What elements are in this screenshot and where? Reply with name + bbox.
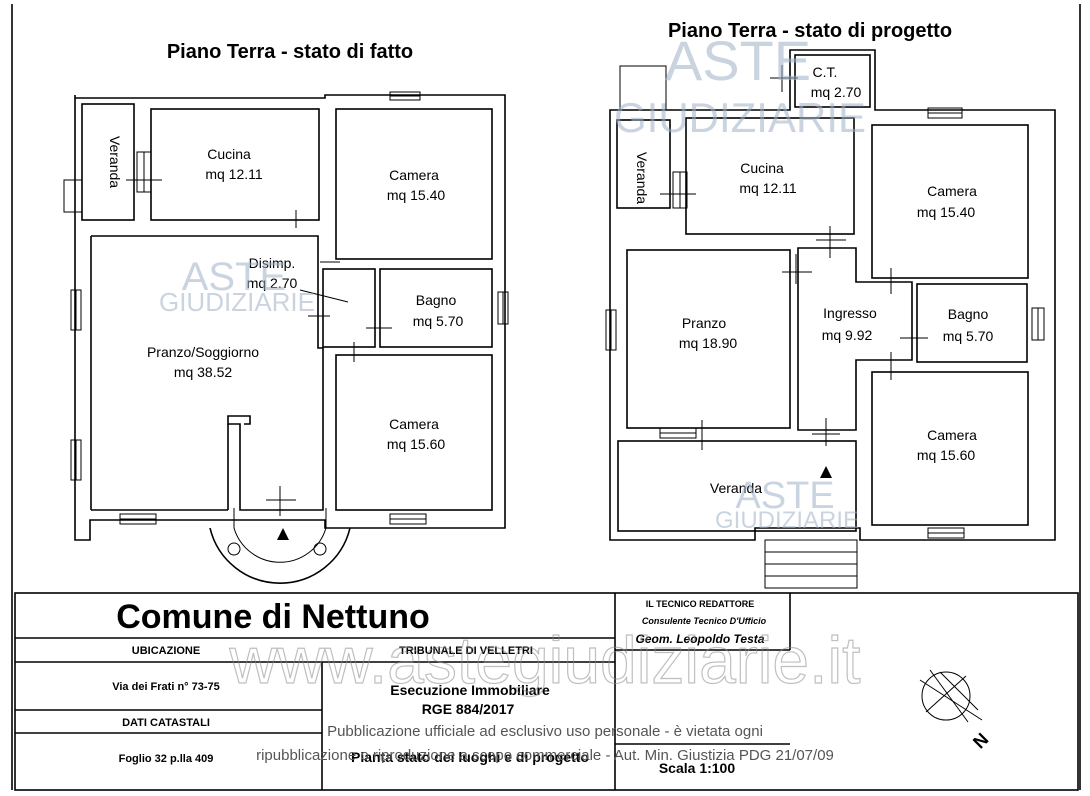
watermark-website: www.astegiudiziarie.it (229, 623, 861, 697)
watermarks: ASTE GIUDIZIARIE ASTE GIUDIZIARIE ASTE G… (159, 29, 866, 764)
room-label-bagno-before: Bagno (416, 292, 457, 308)
camera-bottom-room-before (335, 354, 493, 511)
room-area-camera2-before: mq 15.60 (387, 436, 446, 452)
title-block-grid (14, 592, 1079, 791)
room-area-cucina-before: mq 12.11 (205, 166, 263, 182)
watermark-aste-left: ASTE (182, 255, 286, 299)
cucina-room-after (685, 117, 855, 235)
outer-wall-before (74, 94, 506, 541)
plan-before-title: Piano Terra - stato di fatto (167, 41, 413, 63)
veranda-room-before (81, 103, 135, 221)
title-block: Comune di Nettuno UBICAZIONE Via dei Fra… (14, 592, 1079, 791)
room-area-ct-after: mq 2.70 (811, 84, 862, 100)
plan-stato-di-fatto: Piano Terra - stato di fatto (63, 41, 509, 584)
room-area-pranzo-before: mq 38.52 (174, 364, 233, 380)
camera-top-room-after (871, 124, 1029, 279)
bagno-room-after (916, 283, 1028, 363)
porch-column-right (313, 542, 327, 556)
room-area-bagno-before: mq 5.70 (413, 313, 464, 329)
room-label-pranzo-before: Pranzo/Soggiorno (147, 344, 259, 360)
cucina-room-before (150, 108, 320, 221)
watermark-aste-right: ASTE (735, 475, 834, 517)
room-label-camera2-before: Camera (389, 416, 439, 432)
plan-stato-di-progetto: Piano Terra - stato di progetto (605, 20, 1056, 589)
room-label-veranda-side-after: Veranda (634, 152, 650, 204)
scale-label: Scala 1:100 (659, 760, 735, 776)
pranzo-walls-before (91, 235, 324, 511)
doors-before (126, 179, 392, 516)
ct-room-after (794, 54, 871, 108)
doors-after (660, 65, 928, 450)
camera-top-room-before (335, 108, 493, 260)
watermark-notice-line2: ripubblicazione o riproduzione a scopo c… (256, 747, 834, 764)
bagno-room-before (379, 268, 493, 348)
ubicazione-label: UBICAZIONE (132, 645, 200, 657)
ubicazione-value: Via dei Frati n° 73-75 (112, 681, 220, 693)
esecuzione-label: Esecuzione Immobiliare (390, 682, 550, 698)
ingresso-room-after (797, 247, 913, 431)
room-label-camera1-after: Camera (927, 183, 977, 199)
room-label-camera1-before: Camera (389, 167, 439, 183)
dati-catastali-label: DATI CATASTALI (122, 717, 210, 729)
entrance-arrow-after (820, 466, 832, 478)
tribunale-label: TRIBUNALE DI VELLETRI (399, 645, 533, 657)
geometra-name: Geom. Leopoldo Testa (636, 632, 765, 646)
north-letter: N (969, 729, 992, 752)
room-label-ingresso-after: Ingresso (823, 305, 877, 321)
consulente-label: Consulente Tecnico D'Ufficio (642, 616, 767, 626)
room-area-bagno-after: mq 5.70 (943, 328, 994, 344)
outer-wall-after (609, 49, 1056, 541)
veranda-side-room-after (616, 119, 671, 209)
room-label-veranda-before: Veranda (107, 136, 123, 188)
room-area-ingresso-after: mq 9.92 (822, 327, 873, 343)
north-arrow-icon (919, 669, 983, 723)
watermark-giudiziarie-right: GIUDIZIARIE (715, 507, 859, 534)
veranda-step-before (63, 179, 83, 213)
room-label-veranda-front-after: Veranda (710, 480, 762, 496)
room-area-camera1-before: mq 15.40 (387, 187, 446, 203)
disimp-room-before (322, 268, 376, 348)
room-label-pranzo-after: Pranzo (682, 315, 727, 331)
dati-catastali-value: Foglio 32 p.lla 409 (119, 753, 214, 765)
veranda-front-room-after (617, 440, 857, 532)
entrance-porch-before (209, 527, 351, 584)
watermark-giudiziarie-left: GIUDIZIARIE (159, 287, 315, 317)
room-label-cucina-before: Cucina (207, 146, 251, 162)
pianta-label: Pianta stato dei luoghi e di progetto (351, 749, 589, 765)
watermark-giudiziarie-top: GIUDIZIARIE (614, 94, 866, 141)
windows-before (70, 91, 509, 525)
room-area-pranzo-after: mq 18.90 (679, 335, 738, 351)
camera-bottom-room-after (871, 371, 1029, 526)
room-label-ct-after: C.T. (813, 64, 838, 80)
comune-title: Comune di Nettuno (116, 598, 430, 636)
room-area-camera1-after: mq 15.40 (917, 204, 976, 220)
tecnico-label: IL TECNICO REDATTORE (646, 599, 755, 609)
room-area-cucina-after: mq 12.11 (739, 180, 797, 196)
watermark-notice-line1: Pubblicazione ufficiale ad esclusivo uso… (327, 723, 763, 740)
room-label-bagno-after: Bagno (948, 306, 989, 322)
entrance-steps-after (764, 539, 858, 589)
room-label-cucina-after: Cucina (740, 160, 784, 176)
ct-annex-after (619, 65, 667, 111)
entrance-arrow-before (277, 528, 289, 540)
room-label-disimp-before: Disimp. (249, 255, 296, 271)
plan-after-title: Piano Terra - stato di progetto (668, 20, 952, 42)
entrance-inner-before (233, 508, 327, 563)
porch-column-left (227, 542, 241, 556)
rge-label: RGE 884/2017 (422, 701, 515, 717)
room-area-camera2-after: mq 15.60 (917, 447, 976, 463)
room-area-disimp-before: mq 2.70 (247, 275, 298, 291)
windows-after (605, 107, 1045, 539)
pranzo-room-after (626, 249, 791, 429)
watermark-aste-top: ASTE (665, 29, 811, 92)
room-label-camera2-after: Camera (927, 427, 977, 443)
